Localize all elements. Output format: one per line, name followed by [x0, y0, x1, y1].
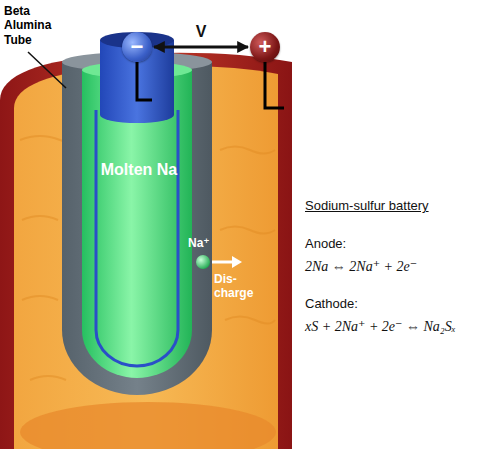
reaction-equation: 2Na ⇔ 2Na⁺ + 2e⁻ — [305, 259, 495, 276]
voltage-arrow — [154, 46, 248, 49]
part-label: Molten Na — [94, 160, 184, 179]
electrode-label: Anode: — [305, 236, 495, 252]
part-label: Beta Alumina Tube — [4, 4, 74, 47]
voltage-label: V — [196, 23, 207, 41]
heading-label: Sodium-sulfur battery — [305, 198, 495, 214]
negative-terminal: − — [122, 32, 152, 62]
process-label: Dis- charge — [214, 272, 268, 301]
electrode-label: Cathode: — [305, 296, 495, 312]
positive-terminal: + — [250, 32, 280, 62]
terminal-sign: − — [131, 36, 144, 58]
ion-label: Na⁺ — [188, 236, 222, 250]
terminal-sign: + — [259, 36, 272, 58]
reaction-equation: xS + 2Na⁺ + 2e⁻ ⇔ Na₂Sₓ — [305, 319, 497, 336]
